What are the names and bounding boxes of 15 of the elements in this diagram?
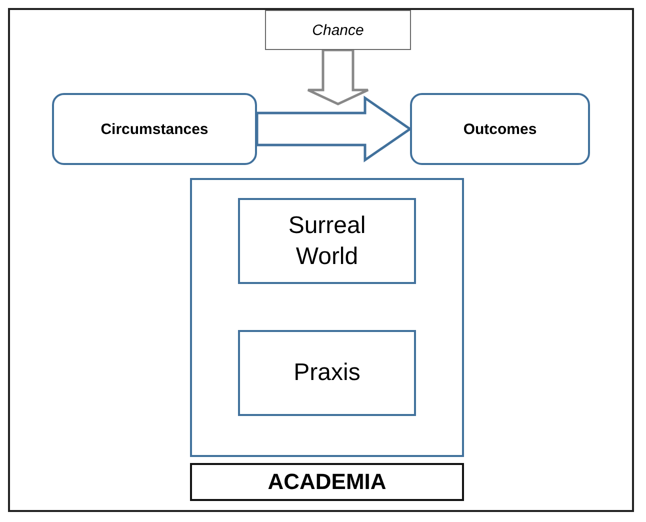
process-box — [238, 198, 416, 284]
node-label: Outcomes — [463, 120, 537, 138]
title-box — [190, 463, 464, 501]
container-box — [190, 178, 464, 457]
node-label: ACADEMIA — [268, 469, 386, 495]
node-label: Praxis — [292, 358, 362, 388]
process-box — [238, 330, 416, 416]
node-label: Chance — [312, 22, 364, 38]
node-label: Circumstances — [100, 120, 208, 138]
rounded-box — [52, 93, 257, 165]
text-box — [265, 10, 411, 50]
block-arrow — [256, 96, 412, 162]
block-arrow — [306, 48, 370, 106]
node-label: Surreal World — [287, 210, 367, 272]
rounded-box — [410, 93, 590, 165]
